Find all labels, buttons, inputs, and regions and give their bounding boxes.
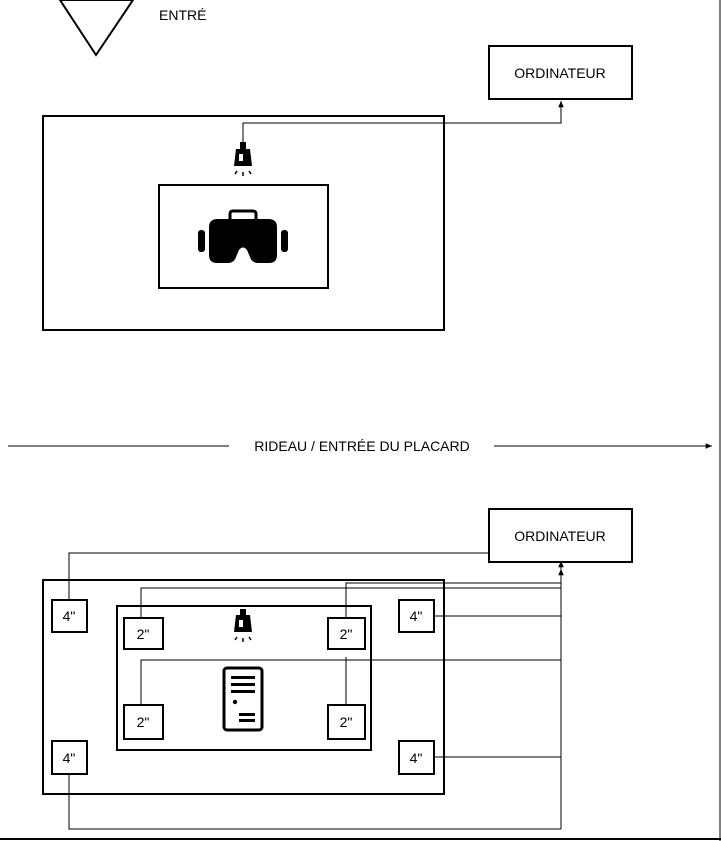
curtain-label: RIDEAU / ENTRÉE DU PLACARD [254,438,469,454]
entry-label: ENTRÉ [159,7,206,23]
speaker-outer-bottom-right-label: 4" [410,750,423,766]
speaker-inner-bottom-right: 2" [327,704,366,740]
speaker-outer-bottom-left-label: 4" [63,750,76,766]
speaker-outer-top-left-label: 4" [63,608,76,624]
wire-outer-bottom-left [68,775,561,830]
top-room-outline [42,115,445,331]
entry-marker: ENTRÉ [58,0,206,57]
bottom-room-outline [42,579,445,795]
speaker-outer-top-right: 4" [398,599,435,633]
wire-inner-bottom-left [140,659,561,705]
server-tower-icon [222,666,264,732]
top-inner-area [158,184,329,289]
bottom-computer-box [488,508,633,563]
bottom-lamp-icon [234,609,252,642]
speaker-outer-top-right-label: 4" [410,608,423,624]
speaker-inner-top-left: 2" [123,617,164,650]
bottom-room: ORDINATEUR 2" 2" [42,508,633,830]
vr-headset-icon [198,209,288,263]
curtain-divider: RIDEAU / ENTRÉE DU PLACARD [8,438,712,454]
speaker-inner-bottom-left-label: 2" [137,714,150,730]
speaker-inner-top-left-label: 2" [137,626,150,642]
top-lamp-icon [234,142,252,176]
entry-triangle-icon [58,0,135,57]
bottom-inner-area [116,605,372,751]
top-computer-box [488,45,633,100]
speaker-wiring [68,552,564,830]
top-computer-label: ORDINATEUR [514,65,606,81]
wire-outer-top-left [68,552,561,600]
speaker-inner-bottom-right-label: 2" [340,714,353,730]
speaker-outer-top-left: 4" [51,599,88,633]
top-room: ORDINATEUR [42,45,633,331]
speaker-outer-bottom-left: 4" [51,740,88,775]
speaker-inner-top-right-label: 2" [340,626,353,642]
speaker-inner-bottom-left: 2" [123,704,164,740]
speaker-inner-top-right: 2" [327,617,366,650]
wire-inner-top-left [140,587,561,618]
speaker-outer-bottom-right: 4" [398,740,435,775]
top-sensor-wire [242,101,564,142]
bottom-computer-label: ORDINATEUR [514,528,606,544]
